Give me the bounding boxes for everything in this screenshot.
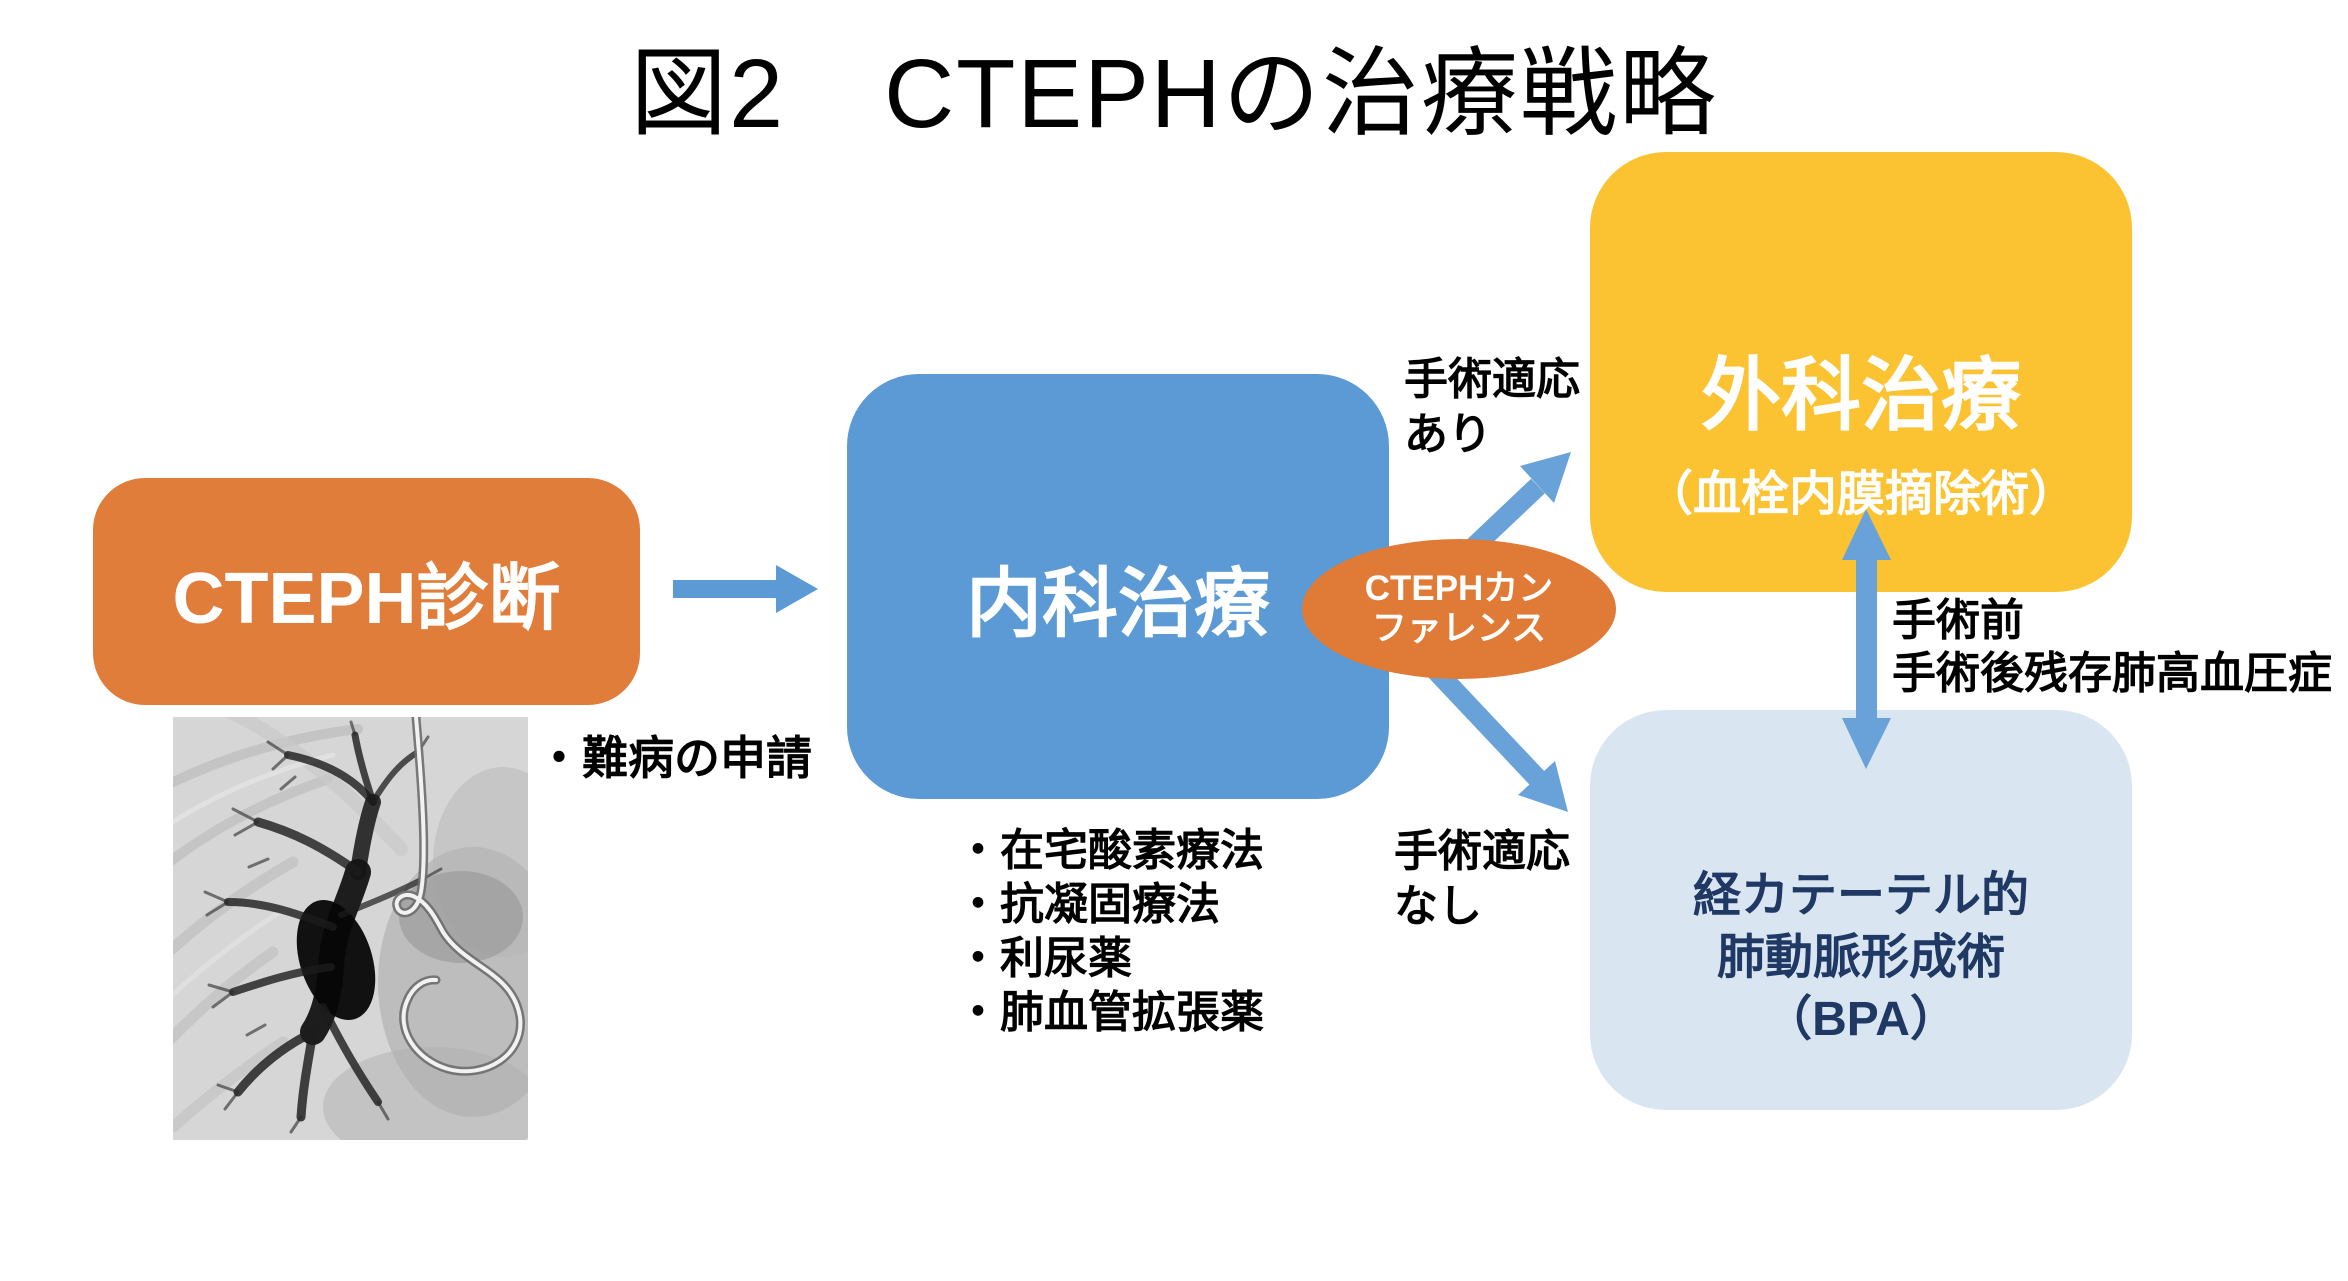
node-bpa-text: 経カテーテル的 肺動脈形成術 （BPA） xyxy=(1693,865,2029,1051)
node-medical-treatment-label: 内科治療 xyxy=(966,561,1270,647)
node-medical-treatment: 内科治療 xyxy=(847,374,1389,799)
arrow-conference-to-bpa xyxy=(1414,649,1568,812)
medical-bullet-item: ・抗凝固療法 xyxy=(956,880,1220,929)
catheter xyxy=(392,717,525,1076)
node-bpa-line2: 肺動脈形成術 xyxy=(1716,931,2005,984)
label-surgical-indication-yes-line1: 手術適応 xyxy=(1404,355,1580,404)
node-cteph-conference-line2: ファレンス xyxy=(1371,609,1547,648)
node-cteph-conference-label: CTEPHカン ファレンス xyxy=(1365,569,1554,649)
label-surgical-indication-yes-line2: あり xyxy=(1404,410,1492,459)
arrow-diagnosis-to-medical xyxy=(673,565,818,613)
label-surgical-indication-yes: 手術適応 あり xyxy=(1404,352,1580,462)
medical-bullet-item: ・在宅酸素療法 xyxy=(956,826,1264,875)
label-pre-surgery-line: 手術前 xyxy=(1892,596,2024,645)
node-cteph-diagnosis: CTEPH診断 xyxy=(93,478,640,705)
node-cteph-conference-line1: CTEPHカン xyxy=(1364,569,1554,608)
node-bpa: 経カテーテル的 肺動脈形成術 （BPA） xyxy=(1590,710,2132,1110)
medical-bullet-item: ・肺血管拡張薬 xyxy=(956,988,1264,1037)
node-surgical-treatment: 外科治療 （血栓内膜摘除術） xyxy=(1590,152,2132,592)
node-surgical-treatment-label: 外科治療 xyxy=(1700,351,2021,440)
label-pre-post-surgery: 手術前 手術後残存肺高血圧症 xyxy=(1892,594,2332,700)
node-surgical-treatment-sublabel: （血栓内膜摘除術） xyxy=(1644,468,2077,521)
node-bpa-line3: （BPA） xyxy=(1764,993,1958,1046)
pulmonary-angiogram-image xyxy=(173,717,528,1140)
label-surgical-indication-no-line2: なし xyxy=(1394,882,1482,931)
node-bpa-line1: 経カテーテル的 xyxy=(1692,869,2029,922)
node-cteph-diagnosis-label: CTEPH診断 xyxy=(172,559,561,639)
node-surgical-treatment-text: 外科治療 （血栓内膜摘除術） xyxy=(1645,352,2077,524)
figure-title: 図2 CTEPHの治療戦略 xyxy=(630,39,1718,148)
label-surgical-indication-no-line1: 手術適応 xyxy=(1394,827,1570,876)
node-cteph-conference: CTEPHカン ファレンス xyxy=(1302,539,1616,679)
label-post-surgery-line: 手術後残存肺高血圧症 xyxy=(1892,649,2332,698)
label-surgical-indication-no: 手術適応 なし xyxy=(1394,824,1570,934)
medical-bullet-list: ・在宅酸素療法 ・抗凝固療法 ・利尿薬 ・肺血管拡張薬 xyxy=(956,824,1264,1040)
medical-bullet-item: ・利尿薬 xyxy=(956,934,1132,983)
nanbyo-note: ・難病の申請 xyxy=(536,732,812,784)
vessel-tree xyxy=(203,720,443,1134)
